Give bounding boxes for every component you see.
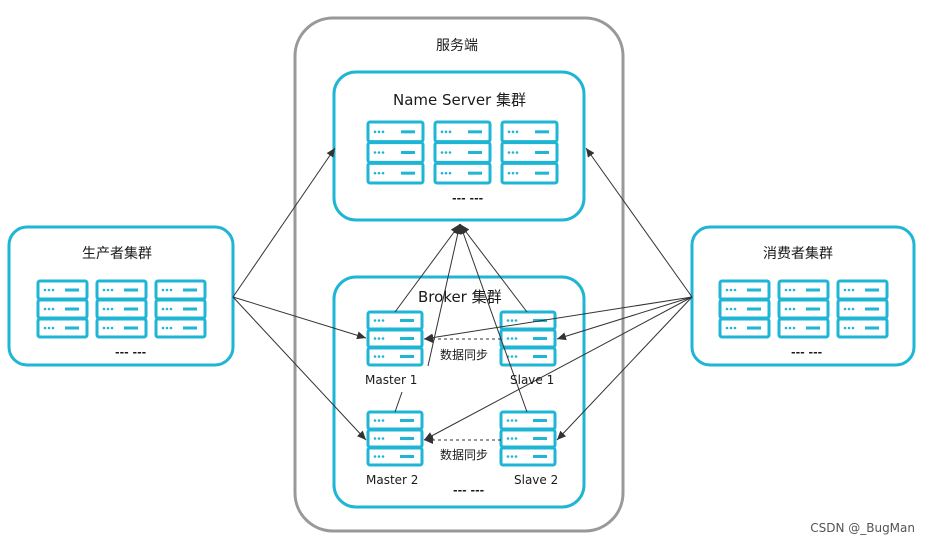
producer-to-nameserver-edge: [232, 147, 336, 298]
master2-link-edge: [394, 391, 403, 413]
consumer-to-slave1-edge: [556, 296, 693, 341]
slave1-to-nameserver-edge: [459, 223, 528, 313]
nameserver-title: Name Server 集群: [393, 91, 526, 109]
server-side-title: 服务端: [436, 38, 478, 54]
producer-to-master1-edge: [232, 296, 367, 340]
server-icon: [500, 120, 559, 185]
server-icon: [836, 279, 889, 339]
master1-server-icon: [366, 310, 424, 367]
sync-label-bottom: 数据同步: [440, 448, 489, 462]
consumer-to-nameserver-edge: [585, 147, 693, 298]
server-icon: [777, 279, 830, 339]
server-icon: [366, 120, 425, 185]
slave2-to-nameserver-edge: [459, 223, 528, 413]
producer-more: --- ---: [115, 346, 147, 359]
master2-label: Master 2: [366, 473, 419, 487]
server-icon: [95, 279, 148, 339]
consumer-to-master1-edge: [423, 296, 693, 342]
consumer-to-master2-edge: [423, 296, 693, 441]
server-icon: [36, 279, 89, 339]
master1-to-nameserver-edge: [394, 223, 461, 313]
sync-label-top: 数据同步: [440, 348, 489, 362]
server-side-container: [293, 16, 625, 533]
server-icon: [433, 120, 492, 185]
slave1-label: Slave 1: [510, 373, 555, 387]
consumer-to-slave2-edge: [556, 296, 693, 441]
producer-title: 生产者集群: [82, 246, 152, 262]
master1-register-edge: [427, 223, 462, 367]
master2-server-icon: [366, 410, 424, 467]
producer-to-master2-edge: [232, 296, 367, 441]
consumer-more: --- ---: [791, 346, 823, 359]
broker-more: --- ---: [453, 484, 485, 497]
broker-title: Broker 集群: [418, 288, 502, 306]
server-icon: [154, 279, 207, 339]
master1-label: Master 1: [365, 373, 418, 387]
consumer-title: 消费者集群: [763, 246, 833, 262]
nameserver-more: --- ---: [452, 192, 484, 205]
server-icon: [718, 279, 771, 339]
slave2-server-icon: [499, 410, 557, 467]
watermark: CSDN @_BugMan: [810, 521, 915, 535]
slave2-label: Slave 2: [514, 473, 559, 487]
